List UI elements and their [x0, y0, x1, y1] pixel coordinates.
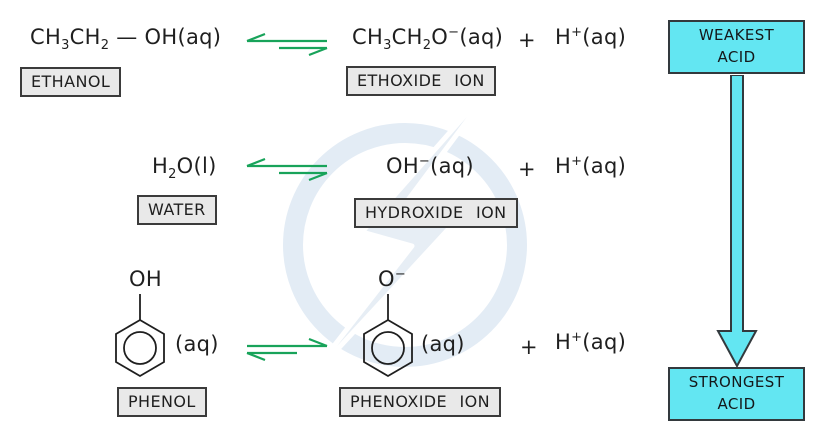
downward-arrow-icon — [716, 75, 758, 368]
ethoxide-ion-formula: CH3CH2O−(aq) — [352, 25, 504, 53]
state-label-aq: (aq) — [175, 332, 219, 356]
state-label-aq: (aq) — [421, 332, 465, 356]
water-formula: H2O(l) — [152, 154, 217, 182]
plus-sign: + — [518, 157, 536, 181]
weakest-acid-line2: ACID — [717, 48, 756, 66]
ethanol-formula: CH3CH2 — OH(aq) — [30, 25, 222, 53]
strongest-acid-line2: ACID — [717, 395, 756, 413]
ethoxide-ion-label-box: ETHOXIDE ION — [346, 66, 496, 96]
hydrogen-ion-formula: H+(aq) — [555, 154, 627, 178]
equilibrium-arrows-icon — [246, 32, 328, 57]
strongest-acid-line1: STRONGEST — [688, 373, 785, 392]
benzene-ring-icon — [363, 294, 413, 378]
phenoxide-ion-label-box: PHENOXIDE ION — [339, 387, 502, 417]
equilibrium-arrows-icon — [246, 337, 328, 362]
strongest-acid-box: STRONGEST ACID — [668, 367, 805, 421]
benzene-ring-icon — [115, 294, 165, 378]
hydroxyl-group-label: OH — [129, 267, 162, 291]
weakest-acid-line1: WEAKEST — [698, 26, 775, 45]
hydrogen-ion-formula: H+(aq) — [555, 330, 627, 354]
oxide-group-label: O− — [378, 267, 407, 291]
plus-sign: + — [520, 335, 538, 359]
plus-sign: + — [518, 28, 536, 52]
equilibrium-arrows-icon — [246, 157, 328, 182]
hydroxide-ion-formula: OH−(aq) — [386, 154, 474, 178]
phenol-label-box: PHENOL — [117, 387, 207, 417]
ethanol-label-box: ETHANOL — [20, 67, 122, 97]
hydrogen-ion-formula: H+(aq) — [555, 25, 627, 49]
weakest-acid-box: WEAKEST ACID — [668, 20, 805, 74]
water-label-box: WATER — [137, 195, 217, 225]
hydroxide-ion-label-box: HYDROXIDE ION — [354, 198, 518, 228]
